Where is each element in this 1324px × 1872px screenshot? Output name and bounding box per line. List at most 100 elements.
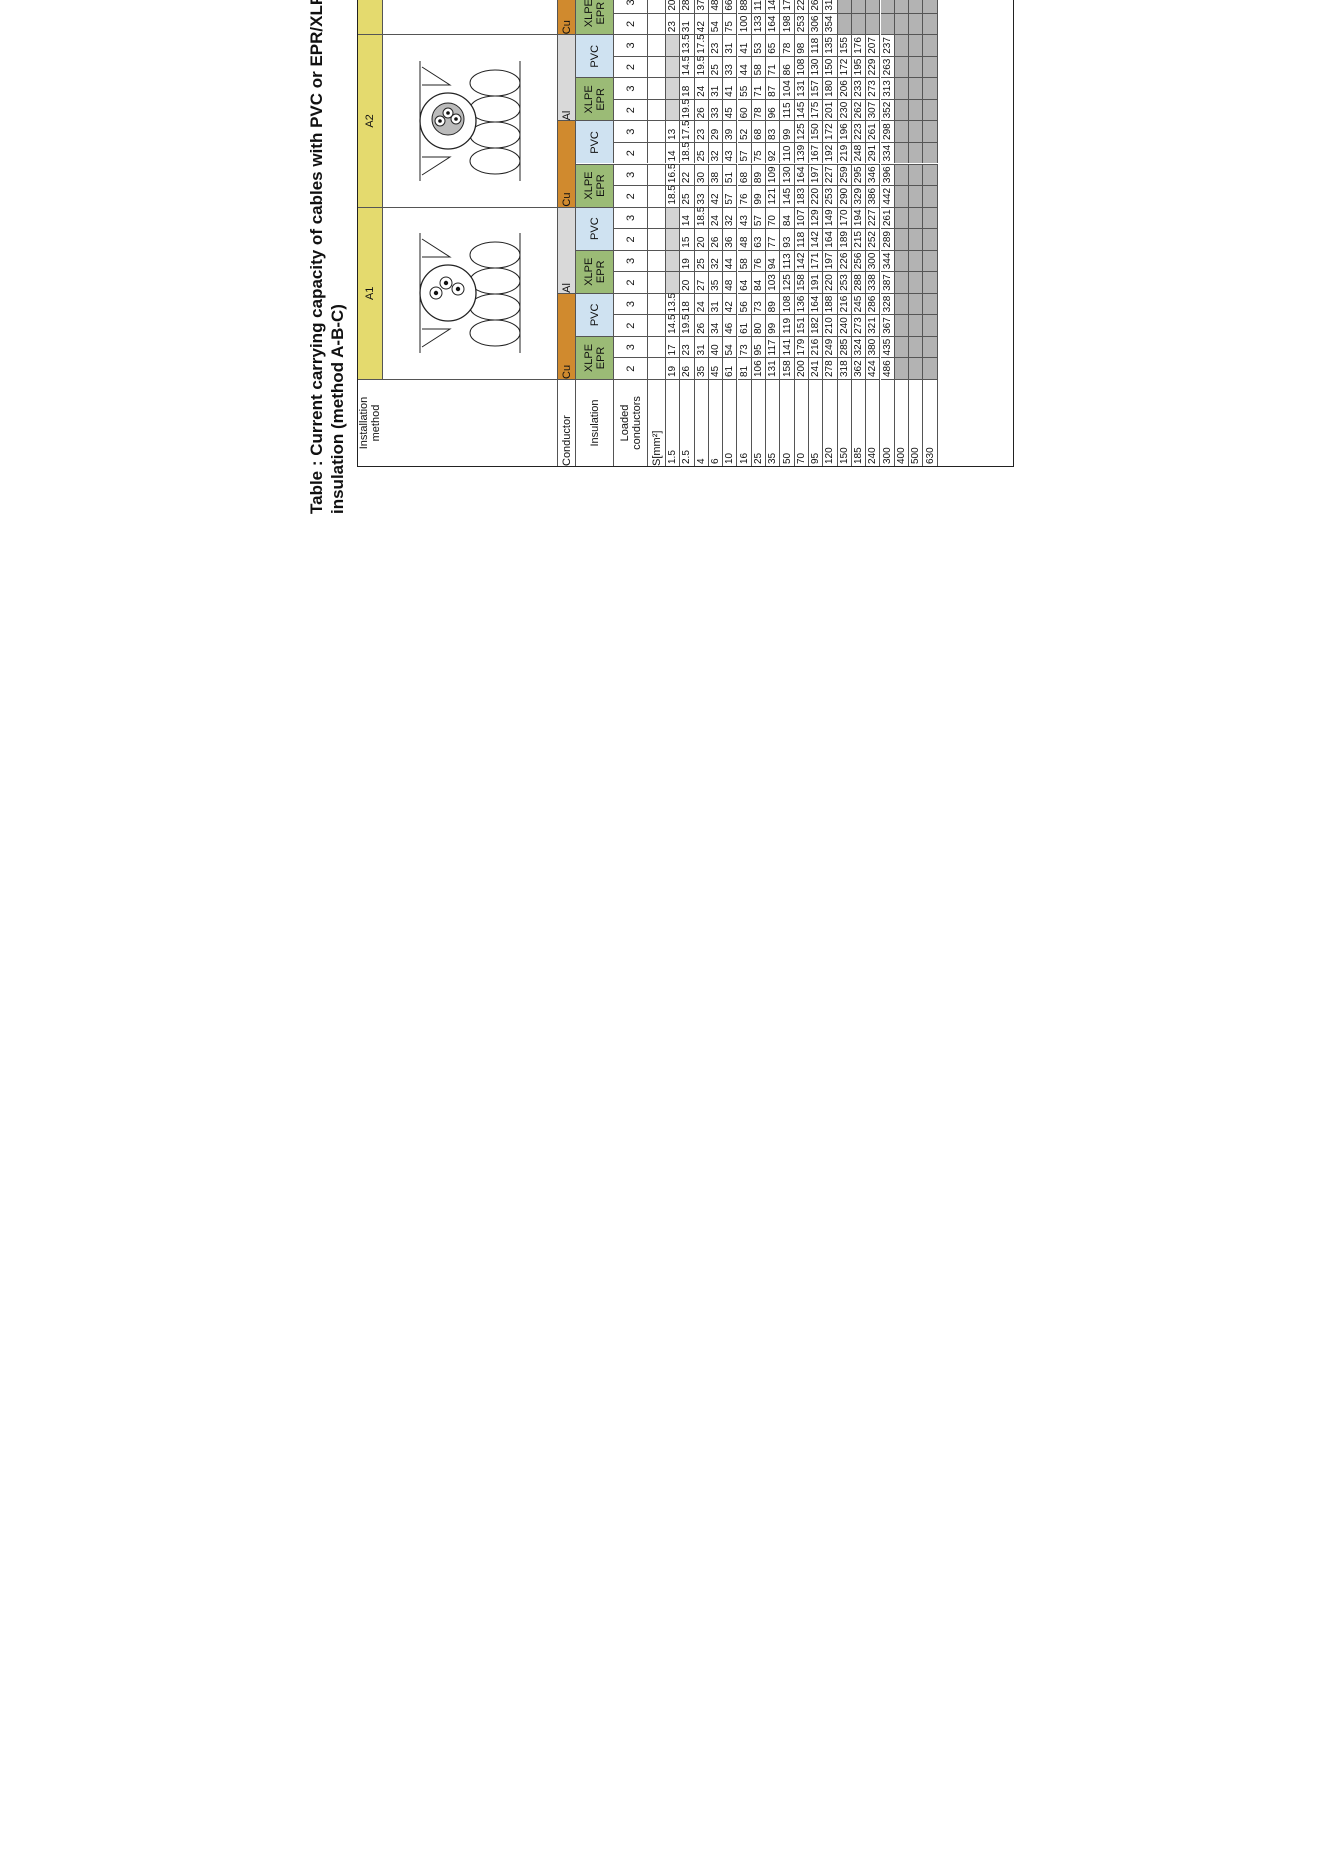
capacity-value: 25 [694, 249, 709, 272]
capacity-value: 189 [837, 228, 852, 250]
capacity-value: 76 [737, 185, 752, 207]
capacity-value: 136 [794, 292, 809, 315]
capacity-value: 230 [837, 98, 852, 121]
conductor-label: Conductor [558, 379, 576, 466]
capacity-value: 334 [880, 141, 895, 164]
capacity-value: 424 [866, 357, 881, 379]
capacity-value: 44 [737, 55, 752, 78]
subheader-spacer [648, 271, 666, 293]
capacity-value: 70 [766, 206, 781, 229]
capacity-value [923, 206, 938, 229]
capacity-value: 141 [780, 335, 795, 358]
capacity-value [866, 12, 881, 35]
capacity-value: 164 [766, 12, 781, 35]
loaded-conductors-value: 2 [614, 314, 648, 336]
capacity-value: 35 [708, 271, 724, 293]
capacity-value: 108 [780, 292, 795, 315]
capacity-value: 80 [751, 314, 767, 336]
capacity-value: 113 [780, 249, 795, 272]
capacity-value: 201 [823, 98, 838, 121]
capacity-value: 48 [708, 0, 724, 13]
capacity-value: 25 [680, 185, 695, 207]
capacity-value: 312 [823, 0, 838, 13]
capacity-value: 58 [737, 249, 752, 272]
capacity-value: 180 [823, 77, 838, 99]
capacity-value [666, 77, 681, 99]
capacity-value [894, 357, 910, 379]
capacity-value: 115 [780, 98, 795, 121]
capacity-value: 130 [780, 163, 795, 186]
capacity-value [894, 77, 910, 99]
capacity-value: 119 [780, 314, 795, 336]
capacity-value: 92 [766, 141, 781, 164]
capacity-value [666, 55, 681, 78]
capacity-value: 37 [694, 0, 709, 13]
insulation-header: XLPE EPR [576, 163, 614, 207]
capacity-value: 170 [837, 206, 852, 229]
capacity-value: 58 [751, 55, 767, 78]
capacity-value [909, 335, 924, 358]
capacity-value [909, 206, 924, 229]
capacity-value [923, 335, 938, 358]
capacity-value: 318 [837, 357, 852, 379]
capacity-value: 216 [837, 292, 852, 315]
subheader-spacer [648, 206, 666, 229]
conductor-al-a2: Al [558, 34, 576, 121]
capacity-value [923, 249, 938, 272]
capacity-value: 259 [837, 163, 852, 186]
capacity-value: 196 [837, 120, 852, 142]
capacity-value: 13.5 [666, 292, 681, 315]
capacity-value: 68 [737, 163, 752, 186]
capacity-value: 29 [708, 120, 724, 142]
capacity-value: 99 [780, 120, 795, 142]
method-drawing-a2 [383, 34, 558, 207]
capacity-value: 164 [809, 292, 824, 315]
capacity-value: 71 [751, 77, 767, 99]
capacity-value [923, 120, 938, 142]
capacity-value: 321 [866, 314, 881, 336]
capacity-value: 338 [866, 271, 881, 293]
subheader-spacer [648, 357, 666, 379]
capacity-value: 290 [837, 185, 852, 207]
insulation-header: PVC [576, 206, 614, 250]
capacity-value: 18 [680, 292, 695, 315]
capacity-value: 18.5 [694, 206, 709, 229]
capacity-value [923, 12, 938, 35]
section-value: 400 [894, 379, 910, 466]
capacity-value: 108 [794, 55, 809, 78]
capacity-value: 78 [751, 98, 767, 121]
capacity-value: 99 [766, 314, 781, 336]
capacity-value: 188 [823, 292, 838, 315]
capacity-value: 222 [794, 0, 809, 13]
capacity-value: 86 [780, 55, 795, 78]
capacity-value: 125 [780, 271, 795, 293]
section-value: 25 [751, 379, 767, 466]
capacity-value [866, 0, 881, 13]
capacity-value: 263 [880, 55, 895, 78]
capacity-value [837, 12, 852, 35]
capacity-value: 88 [737, 0, 752, 13]
A2-installation-drawing [419, 60, 521, 181]
capacity-value [666, 249, 681, 272]
capacity-value: 42 [723, 292, 738, 315]
capacity-value: 24 [708, 206, 724, 229]
capacity-value [666, 271, 681, 293]
capacity-value: 269 [809, 0, 824, 13]
capacity-value: 19.5 [694, 55, 709, 78]
capacity-value [880, 12, 895, 35]
capacity-value: 149 [823, 206, 838, 229]
capacity-value [880, 0, 895, 13]
conductor-cu-b1: Cu [558, 0, 576, 35]
capacity-value: 295 [851, 163, 867, 186]
capacity-value [851, 0, 867, 13]
subheader-spacer [648, 163, 666, 186]
capacity-value: 157 [809, 77, 824, 99]
capacity-value: 31 [680, 12, 695, 35]
section-value: 240 [866, 379, 881, 466]
rotated-page: Table : Current carrying capacity of cab… [307, 0, 1014, 514]
subheader-spacer [648, 314, 666, 336]
capacity-value: 39 [723, 120, 738, 142]
loaded-conductors-value: 2 [614, 271, 648, 293]
capacity-value: 261 [866, 120, 881, 142]
